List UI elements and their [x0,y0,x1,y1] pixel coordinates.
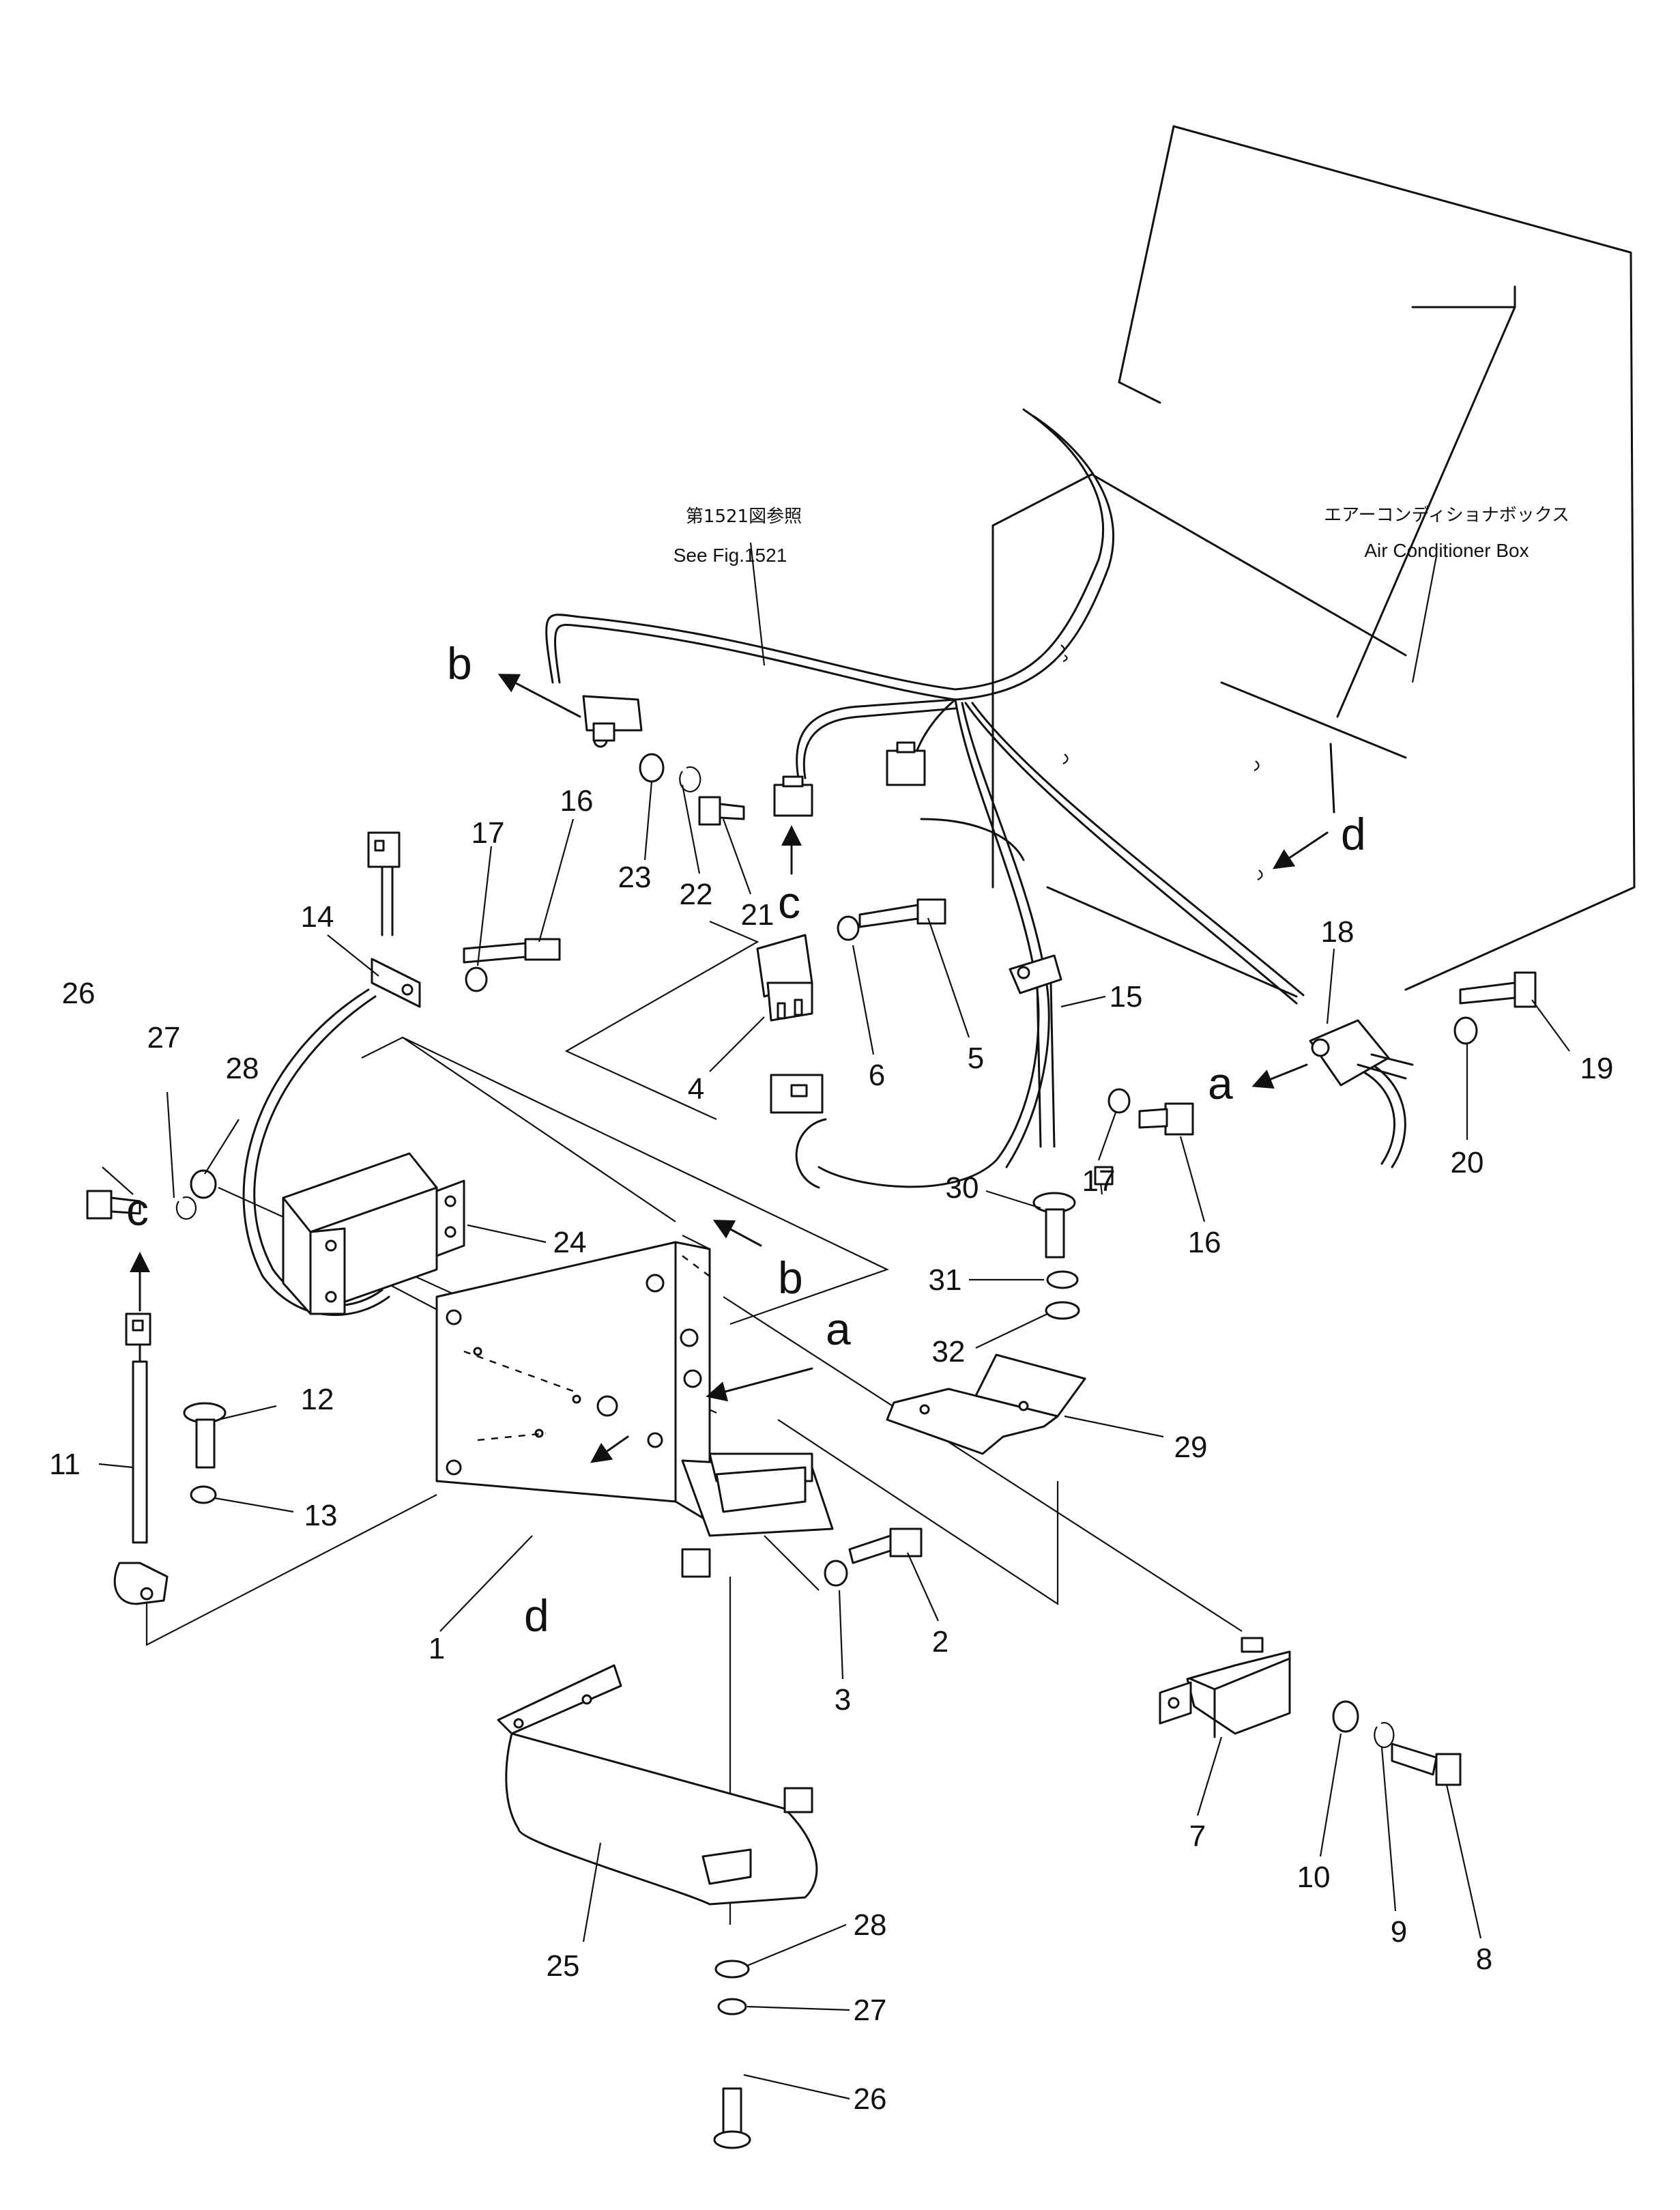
fig-ref-en: See Fig.1521 [674,545,787,566]
marker-a-right: a [1208,1058,1233,1108]
callout-28-upper: 28 [226,1052,259,1085]
callout-7: 7 [1189,1820,1206,1853]
connector-top-left [367,831,401,936]
callout-14: 14 [301,900,334,934]
callout-9: 9 [1391,1915,1407,1949]
marker-d-top: d [1341,809,1366,859]
callout-24: 24 [553,1226,587,1259]
terminal-block-small [1094,1166,1114,1186]
air-conditioner-box [991,125,1636,998]
callout-4: 4 [688,1072,704,1106]
relay-connector [770,1074,824,1114]
callout-22: 22 [680,878,713,911]
connector-mid [886,741,926,786]
callout-18: 18 [1321,915,1355,949]
callout-29: 29 [1174,1431,1208,1464]
callout-26-upper: 26 [62,977,96,1010]
marker-d-bracket: d [524,1590,549,1641]
marker-arrows [130,674,1329,1463]
callout-25: 25 [547,1949,580,1983]
callout-19: 19 [1580,1052,1614,1085]
callout-3: 3 [835,1683,851,1717]
marker-c-top: c [778,877,800,928]
box-ref-jp: エアーコンディショナボックス [1324,505,1569,526]
reference-notes: 第1521図参照 See Fig.1521 エアーコンディショナボックス Air… [674,505,1569,566]
callout-11: 11 [49,1448,81,1481]
relay-7 [1159,1637,1291,1738]
clip-14 [371,958,421,1008]
callout-13: 13 [304,1499,338,1532]
ground-wire-11 [113,1312,169,1605]
bolts [86,796,1537,2149]
controller-24 [282,1152,465,1315]
callout-32: 32 [932,1335,966,1368]
cover-25 [497,1664,818,1906]
connection-markers: b c d a c b a d [126,638,1366,1641]
callout-8: 8 [1476,1942,1492,1976]
callout-31: 31 [929,1263,962,1297]
callout-27-lower: 27 [854,1994,887,2027]
callout-1: 1 [429,1632,445,1665]
callout-12: 12 [301,1383,334,1416]
box-ref-en: Air Conditioner Box [1364,540,1529,561]
part-callouts: 1 2 3 4 5 6 7 8 9 10 11 12 13 14 15 16 1… [49,784,1613,2116]
clip-15 [1009,954,1062,994]
callout-2: 2 [932,1625,948,1659]
connector-b-top [582,695,643,748]
washers [175,753,1478,2015]
callout-30: 30 [946,1171,979,1205]
callout-15: 15 [1110,980,1143,1014]
callout-17-upper: 17 [472,816,505,850]
callout-26-lower: 26 [854,2082,887,2116]
fig-ref-jp: 第1521図参照 [686,506,802,527]
relay-part [756,934,813,1022]
callout-27-upper: 27 [147,1021,181,1054]
callout-16-right: 16 [1188,1226,1221,1259]
bracket-29 [886,1353,1086,1455]
callout-16-upper: 16 [560,784,594,818]
callout-17-right: 17 [1082,1164,1116,1198]
callout-6: 6 [869,1059,885,1092]
main-bracket [435,1241,834,1578]
callout-leaders [98,542,1570,2100]
wire-harness [242,408,1406,1317]
marker-a-bracket: a [826,1304,851,1354]
marker-b-bracket: b [778,1252,803,1303]
callout-28-lower: 28 [854,1908,887,1942]
connector-c-top [773,775,813,817]
socket-18 [1309,1019,1414,1087]
callout-23: 23 [618,861,652,894]
marker-c-left: c [126,1184,149,1235]
marker-b-top: b [447,638,472,689]
callout-20: 20 [1451,1146,1484,1179]
callout-21: 21 [741,898,774,932]
callout-10: 10 [1297,1861,1331,1894]
callout-5: 5 [968,1042,984,1075]
